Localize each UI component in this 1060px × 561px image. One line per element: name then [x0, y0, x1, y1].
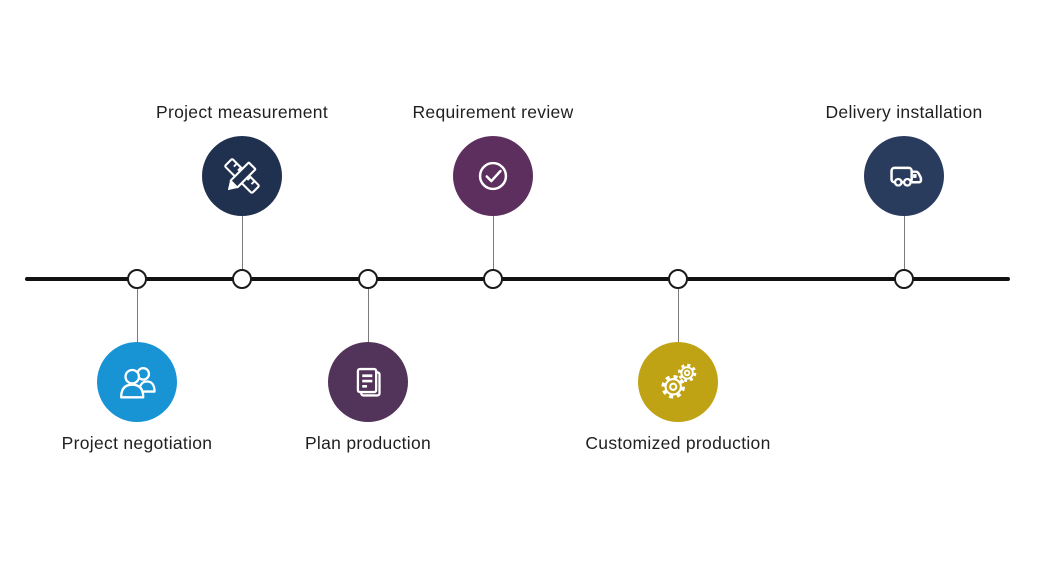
step-icon-circle — [97, 342, 177, 422]
gears-icon — [661, 363, 697, 399]
step-label: Requirement review — [412, 102, 574, 122]
step-label: Customized production — [585, 433, 771, 453]
connector-line — [367, 289, 369, 345]
timeline-node — [668, 269, 688, 289]
step-icon-circle — [202, 136, 282, 216]
document-icon — [356, 367, 381, 397]
truck-icon — [890, 166, 923, 187]
people-icon — [120, 366, 156, 399]
timeline-node — [483, 269, 503, 289]
connector-line — [677, 289, 679, 345]
timeline-node — [894, 269, 914, 289]
step-icon-circle — [638, 342, 718, 422]
step-icon-circle — [453, 136, 533, 216]
timeline-node — [127, 269, 147, 289]
step-icon-circle — [864, 136, 944, 216]
connector-line — [492, 213, 494, 269]
timeline-node — [232, 269, 252, 289]
check-circle-icon — [478, 161, 508, 191]
connector-line — [903, 213, 905, 269]
ruler-pencil-icon — [224, 158, 260, 194]
timeline-node — [358, 269, 378, 289]
connector-line — [241, 213, 243, 269]
step-label: Plan production — [304, 433, 432, 453]
step-label: Project measurement — [155, 102, 329, 122]
timeline-axis — [25, 277, 1010, 281]
connector-line — [136, 289, 138, 345]
step-label: Delivery installation — [825, 102, 983, 122]
step-label: Project negotiation — [61, 433, 213, 453]
step-icon-circle — [328, 342, 408, 422]
